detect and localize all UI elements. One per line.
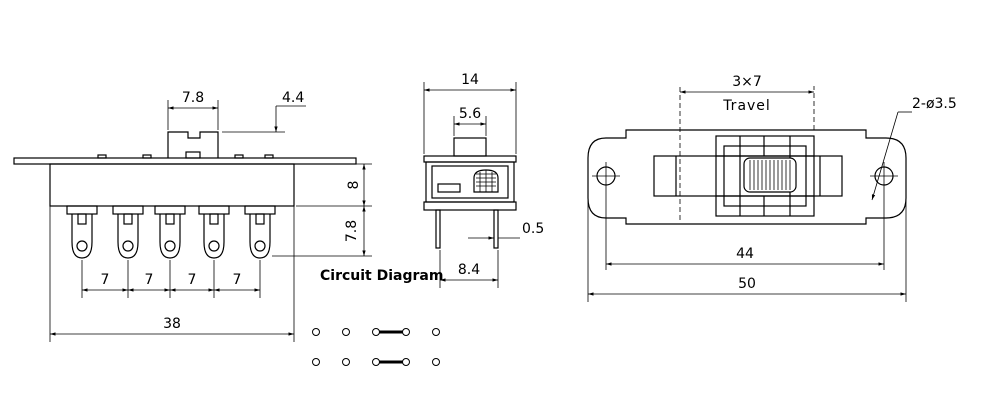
dim-actuator-height: 4.4 [282,90,304,106]
circuit-diagram: Circuit Diagram [312,268,443,366]
dim-pitch: 7 [233,272,242,288]
mounting-plate-outline [587,129,907,225]
switch-body [49,163,295,207]
pin [435,209,441,249]
top-view: 3×7 Travel 2-ø3.5 44 50 [587,74,957,302]
pin [493,209,499,249]
terminal [112,205,144,259]
end-housing [425,161,515,203]
dim-pin-spacing: 8.4 [458,262,480,278]
terminal [66,205,98,259]
dim-overall-width: 38 [163,316,181,332]
dim-pin-thickness: 0.5 [522,221,544,237]
slider-frame [715,135,815,217]
dim-pitch: 7 [101,272,110,288]
mounting-plate [13,157,357,165]
knob-grip [749,160,791,190]
dim-overall-length: 50 [738,276,756,292]
dim-travel: 3×7 [732,74,762,90]
end-view: 14 5.6 0.5 8.4 [423,72,544,288]
terminal [244,205,276,259]
dim-pitch: 7 [188,272,197,288]
terminals [66,205,276,259]
dim-pitch: 7 [145,272,154,288]
dim-end-width: 14 [461,72,479,88]
dim-terminal-length: 7.8 [344,220,360,242]
hole-callout: 2-ø3.5 [912,96,957,112]
terminal [154,205,186,259]
dim-actuator-width: 5.6 [459,106,481,122]
end-actuator [453,137,487,157]
dim-hole-pitch: 44 [736,246,754,262]
circuit-diagram-label: Circuit Diagram [320,268,443,284]
travel-label: Travel [722,98,771,114]
dim-body-height: 8 [346,181,362,190]
side-view: 7.8 4.4 8 7.8 7 7 7 7 38 [13,90,372,342]
dim-top-gap: 7.8 [182,90,204,106]
actuator [167,131,219,158]
terminal [198,205,230,259]
